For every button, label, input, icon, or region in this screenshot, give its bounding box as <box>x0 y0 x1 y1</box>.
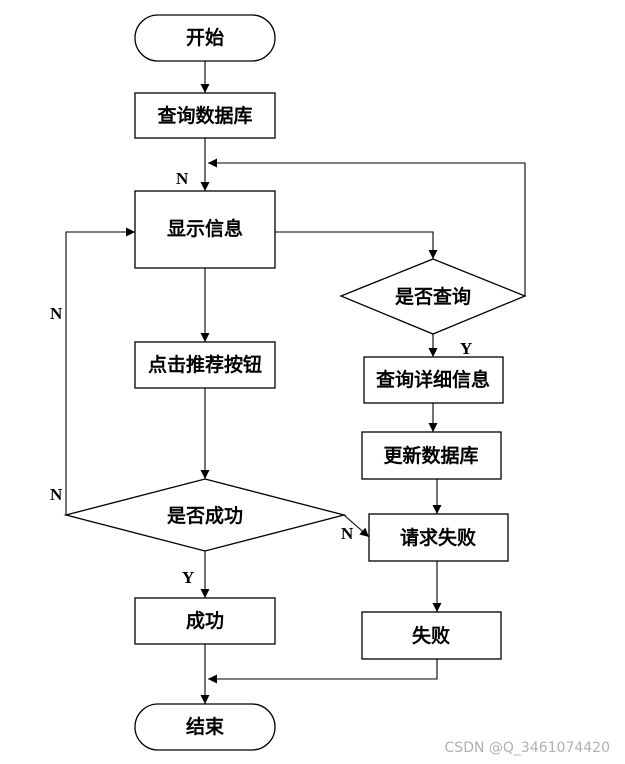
edge-whether-query-no-loop <box>208 158 526 296</box>
query-db-label: 查询数据库 <box>156 104 252 127</box>
whether-success-label: 是否成功 <box>167 504 243 527</box>
success-label: 成功 <box>186 609 224 632</box>
edge-label-query-yes: Y <box>460 339 472 358</box>
query-db-node: 查询数据库 <box>134 92 276 139</box>
end-node: 结束 <box>134 703 276 751</box>
request-failed-label: 请求失败 <box>400 526 476 549</box>
edge-label-success-n-right: N <box>341 524 354 543</box>
start-node: 开始 <box>134 14 276 62</box>
query-details-label: 查询详细信息 <box>375 368 490 391</box>
fail-node: 失败 <box>361 611 502 660</box>
query-details-node: 查询详细信息 <box>363 356 504 404</box>
show-info-label: 显示信息 <box>167 217 243 240</box>
edge-show-info-to-whether-query <box>275 231 438 259</box>
click-recommend-node: 点击推荐按钮 <box>134 341 276 389</box>
end-label: 结束 <box>186 715 225 738</box>
edges <box>65 61 526 704</box>
whether-success-decision: 是否成功 <box>63 478 347 552</box>
edge-whether-success-no-loop <box>65 227 135 515</box>
watermark-text: CSDN @Q_3461074420 <box>445 740 610 756</box>
update-db-label: 更新数据库 <box>383 444 478 467</box>
click-recommend-label: 点击推荐按钮 <box>148 353 262 376</box>
whether-query-decision: 是否查询 <box>339 258 527 335</box>
success-node: 成功 <box>134 597 276 645</box>
edge-label-loop-back-n: N <box>176 169 189 188</box>
whether-query-label: 是否查询 <box>395 285 471 308</box>
start-label: 开始 <box>186 26 224 49</box>
edge-label-success-yes: Y <box>182 568 194 587</box>
edge-whether-success-to-request-failed <box>343 514 370 538</box>
update-db-node: 更新数据库 <box>361 431 502 480</box>
request-failed-node: 请求失败 <box>368 513 509 562</box>
edge-label-success-n-left: N <box>50 485 63 504</box>
fail-label: 失败 <box>412 624 450 647</box>
edge-label-retry-n: N <box>50 304 63 323</box>
edge-fail-to-merge <box>208 659 438 684</box>
show-info-node: 显示信息 <box>134 190 276 269</box>
